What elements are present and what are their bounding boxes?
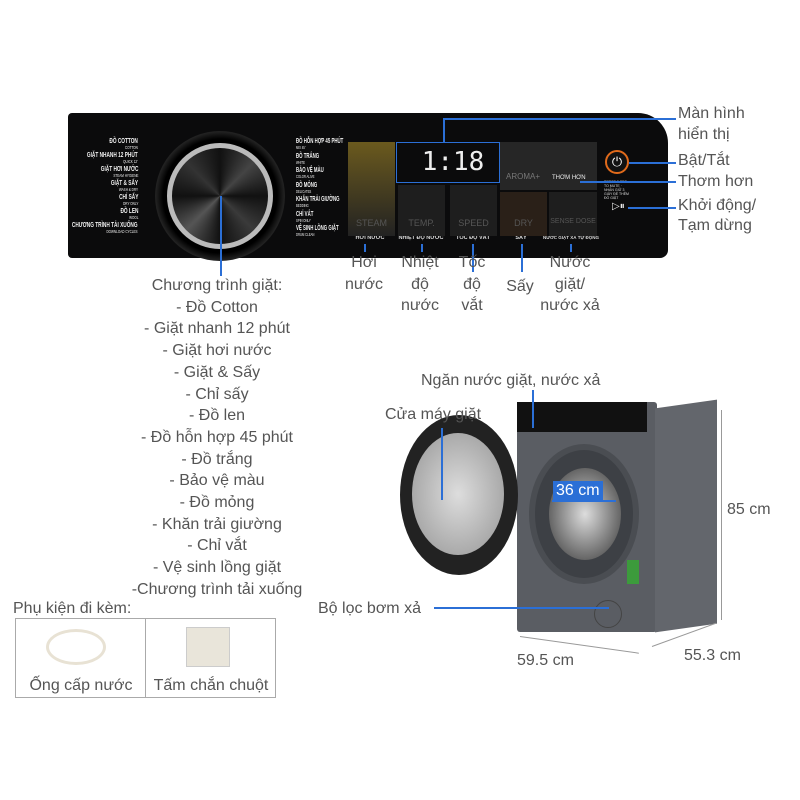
- start-pause-button[interactable]: ▷⏸: [612, 201, 625, 212]
- power-icon: ⏻: [611, 154, 623, 169]
- label-width: 59.5 cm: [517, 652, 574, 669]
- tile-dry[interactable]: DRY: [500, 192, 547, 236]
- program-list-item: - Chỉ vắt: [187, 537, 247, 555]
- program-list-item: - Giặt & Sấy: [173, 363, 261, 381]
- energy-label: [627, 560, 639, 584]
- program-list-item: -Chương trình tải xuống: [131, 580, 303, 598]
- power-button[interactable]: ⏻: [605, 150, 629, 174]
- label-filter: Bộ lọc bơm xả: [318, 600, 421, 617]
- rat-guard-icon: [186, 627, 230, 667]
- display-screen: 1:18: [396, 142, 500, 183]
- callout-speed: Tốc độ vắt: [458, 254, 486, 315]
- label-door: Cửa máy giặt: [385, 406, 482, 423]
- program-list-item: - Đồ len: [188, 407, 246, 425]
- callout-display-2: hiển thị: [678, 126, 730, 143]
- machine-door[interactable]: [400, 415, 518, 575]
- program-list-item: - Chỉ sấy: [185, 385, 249, 403]
- tile-speed[interactable]: SPEED: [450, 185, 497, 236]
- start-hint: PRESS 3 SEC. TO MUTE · NHẤN GIỮ 3 GIÂY Đ…: [604, 180, 629, 200]
- tile-label: NƯỚC GIẶT XẢ TỰ ĐỘNG: [542, 235, 600, 240]
- play-pause-icon: ▷⏸: [612, 201, 625, 212]
- tile-label: TỐC ĐỘ VẮT: [456, 235, 490, 241]
- program-list-item: - Giặt hơi nước: [162, 342, 272, 360]
- program-list-item: - Vệ sinh lồng giặt: [152, 559, 282, 577]
- program-list-title: Chương trình giặt:: [151, 277, 283, 294]
- drum-opening: [529, 444, 639, 584]
- program-list-item: - Bảo vệ màu: [169, 472, 265, 490]
- callout-steam: Hơi nước: [344, 254, 384, 293]
- callout-aroma: Thơm hơn: [678, 173, 754, 190]
- program-list-item: - Đồ trắng: [181, 450, 253, 468]
- tile-aroma[interactable]: AROMA+THƠM HƠN: [500, 142, 597, 190]
- callout-temp: Nhiệt độ nước: [400, 254, 440, 315]
- tile-temp[interactable]: TEMP.: [398, 185, 445, 236]
- tile-label: HƠI NƯỚC: [355, 235, 385, 241]
- program-list-item: - Đồ Cotton: [176, 298, 258, 316]
- label-height: 85 cm: [727, 501, 771, 518]
- label-depth: 55.3 cm: [684, 647, 741, 664]
- program-list-item: - Đồ mỏng: [179, 494, 255, 512]
- callout-dose: Nước giặt/ nước xả: [540, 254, 600, 315]
- program-list-item: - Khăn trải giường: [152, 515, 282, 533]
- tile-label: NHIỆT ĐỘ NƯỚC: [398, 235, 444, 241]
- filter-cover: [594, 600, 622, 628]
- accessory-rat-guard: Tấm chắn chuột: [145, 618, 276, 698]
- machine-front: [517, 402, 657, 632]
- tile-sense-dose[interactable]: SENSE DOSE: [549, 192, 597, 236]
- tile-steam[interactable]: STEAM: [348, 142, 395, 236]
- machine-side: [655, 399, 717, 633]
- program-list: Chương trình giặt: - Đồ Cotton - Giặt nha…: [132, 275, 303, 601]
- callout-display: Màn hình: [678, 105, 745, 122]
- callout-dry: Sấy: [506, 278, 534, 295]
- callout-pause: Tạm dừng: [678, 217, 752, 234]
- hose-icon: [46, 629, 106, 665]
- callout-power: Bật/Tắt: [678, 152, 730, 169]
- callout-start: Khởi động/: [678, 197, 757, 214]
- accessory-hose: Ống cấp nước: [15, 618, 146, 698]
- machine-panel: [517, 402, 647, 432]
- label-dispenser: Ngăn nước giặt, nước xả: [421, 372, 601, 389]
- program-list-item: - Đồ hỗn hợp 45 phút: [141, 428, 293, 446]
- accessories-title: Phụ kiện đi kèm:: [13, 600, 132, 617]
- program-list-item: - Giặt nhanh 12 phút: [144, 320, 290, 338]
- tile-label: SẤY: [515, 235, 527, 241]
- door-diameter-label: 36 cm: [553, 481, 603, 500]
